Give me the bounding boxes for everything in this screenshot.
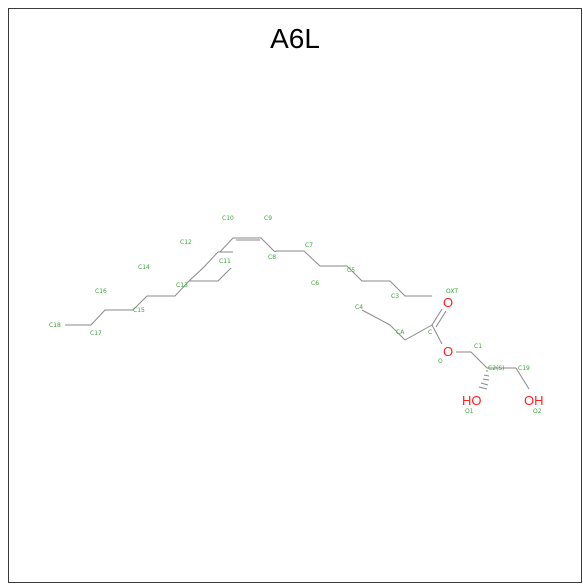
label-c8: C8	[268, 254, 276, 261]
label-c1: C1	[474, 343, 482, 350]
label-c12: C12	[180, 239, 192, 246]
label-c18: C18	[49, 322, 61, 329]
label-c11: C11	[219, 258, 231, 265]
label-c2s: C2(S)	[488, 365, 505, 372]
ester-oxygen: O	[443, 344, 453, 359]
label-c: C	[428, 329, 432, 336]
label-c15: C15	[133, 307, 145, 314]
molecule-title: A6L	[270, 23, 320, 54]
label-oxt: OXT	[446, 288, 458, 295]
bond-ca-c	[404, 324, 433, 341]
alkene-bond	[217, 237, 277, 255]
carbonyl-bond-a	[431, 308, 443, 326]
label-ca: CA	[396, 329, 405, 336]
label-c14: C14	[138, 264, 150, 271]
bond-c4-c3	[361, 309, 391, 326]
stereo-hash-bond	[478, 370, 490, 390]
bond-c19-o2	[515, 367, 530, 390]
structure-frame: A6L	[8, 8, 582, 583]
label-o2: O2	[533, 408, 542, 415]
label-c17: C17	[90, 330, 102, 337]
label-c13: C13	[176, 282, 188, 289]
ester-bond-c-o	[431, 324, 443, 345]
bond-c1-c2	[470, 351, 488, 369]
label-c9: C9	[264, 215, 272, 222]
label-c3: C3	[391, 293, 399, 300]
label-o1: O1	[465, 408, 474, 415]
label-c19: C19	[518, 365, 530, 372]
hydroxyl-1: HO	[462, 393, 482, 408]
label-c7: C7	[305, 242, 313, 249]
bond-c3-ca	[389, 324, 406, 341]
label-c5: C5	[347, 267, 355, 274]
label-c4: C4	[355, 304, 363, 311]
carbonyl-bond-b	[435, 310, 447, 328]
molecule-diagram: O O HO OH C18 C17 C16 C15 C14 C13 C12 C1…	[49, 215, 544, 415]
label-o: O	[438, 358, 443, 365]
alkene-mask	[217, 252, 277, 268]
label-c10: C10	[222, 215, 234, 222]
carbonyl-oxygen: O	[443, 295, 453, 310]
label-c16: C16	[95, 288, 107, 295]
label-c6: C6	[311, 280, 319, 287]
hydroxyl-2: OH	[524, 393, 544, 408]
alkene-region-bond	[188, 251, 233, 282]
